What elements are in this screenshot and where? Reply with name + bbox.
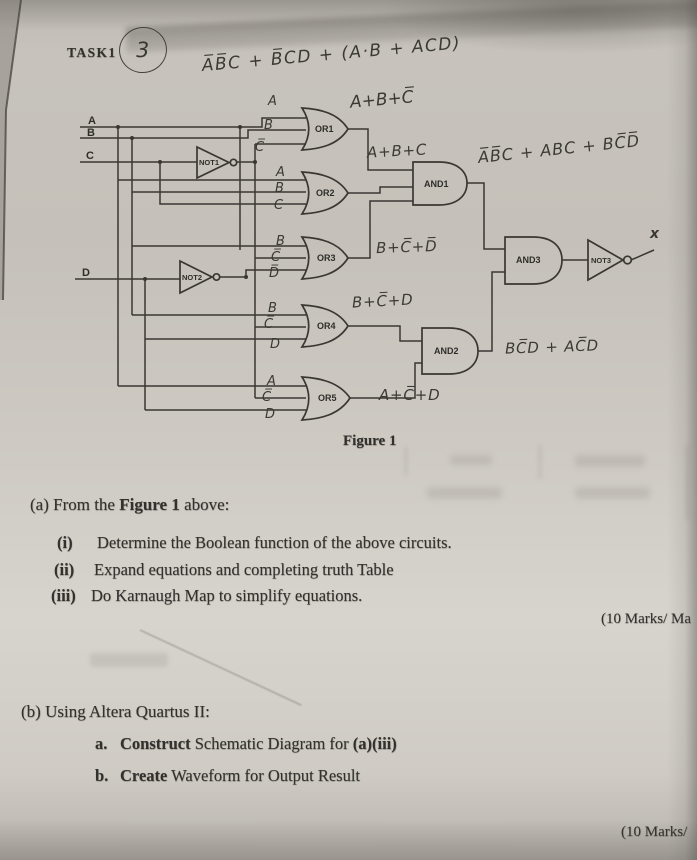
- gate-labels: OR1 OR2 OR3 OR4 OR5 AND1 AND2 AND3 NOT1 …: [182, 124, 611, 403]
- page-edge: [0, 0, 22, 301]
- hw-or5-input-letter: C̅: [262, 390, 272, 405]
- question-a-item: (i) Determine the Boolean function of the…: [57, 533, 452, 553]
- and3-gate: [504, 236, 563, 285]
- item-bold: Construct: [120, 734, 191, 753]
- or2-label: OR2: [316, 188, 335, 198]
- annotation-or4-output: B+C̅+D: [351, 290, 414, 312]
- input-label-c: C: [86, 150, 94, 162]
- question-a-item: (ii) Expand equations and completing trut…: [54, 560, 394, 580]
- hw-or4-input-letter: C̅: [264, 317, 274, 332]
- hw-or2-input-letter: A: [276, 165, 285, 180]
- or3-label: OR3: [317, 253, 336, 263]
- wire-junctions: [116, 125, 257, 281]
- not3-label: NOT3: [591, 256, 611, 265]
- item-text: Expand equations and completing truth Ta…: [94, 560, 394, 579]
- item-text: Schematic Diagram for: [190, 734, 353, 753]
- or2-gate: [300, 171, 350, 215]
- hw-or2-input-letter: B: [275, 181, 284, 196]
- figure-caption: Figure 1: [343, 433, 397, 449]
- question-a-suffix: above:: [179, 495, 230, 514]
- question-a-item: (iii) Do Karnaugh Map to simplify equatio…: [51, 586, 362, 606]
- item-text: Determine the Boolean function of the ab…: [97, 533, 452, 552]
- not1-label: NOT1: [199, 158, 219, 167]
- not1-gate: [196, 145, 231, 180]
- annotation-or3-output: B+C̅+D̅: [375, 236, 438, 258]
- hw-or1-input-letter: B: [264, 118, 273, 133]
- hw-or2-input-letter: C: [274, 198, 284, 213]
- item-number: (ii): [54, 560, 75, 579]
- or5-label: OR5: [318, 393, 337, 403]
- annotation-and2-output: BC̅D + AC̅D: [504, 336, 600, 358]
- question-b-heading: (b) Using Altera Quartus II:: [21, 702, 210, 721]
- and1-label: AND1: [424, 179, 449, 189]
- circuit-wires: [75, 117, 655, 411]
- annotation-or5-output: A+C̅+D: [379, 386, 441, 404]
- and2-gate: [421, 327, 479, 375]
- gate-shapes: [179, 107, 633, 421]
- scan-bottom-shade: [0, 820, 697, 860]
- item-number: (iii): [51, 586, 76, 605]
- and3-label: AND3: [516, 255, 541, 265]
- or5-gate: [300, 376, 352, 421]
- item-text: Do Karnaugh Map to simplify equations.: [91, 586, 363, 605]
- question-a-prefix: (a) From the: [30, 495, 120, 514]
- hw-or5-input-letter: D: [265, 407, 276, 422]
- annotation-output-x: x: [650, 226, 660, 242]
- item-text: Waveform for Output Result: [167, 766, 361, 785]
- item-bold: Create: [120, 766, 168, 785]
- hw-or1-input-letter: A: [268, 94, 277, 109]
- hw-or3-input-letter: B: [276, 234, 285, 249]
- question-b-item: b. Create Waveform for Output Result: [95, 766, 360, 786]
- or4-label: OR4: [317, 321, 336, 331]
- marks-a: (10 Marks/ Ma: [601, 611, 691, 627]
- or1-label: OR1: [315, 124, 334, 134]
- item-bold: (a)(iii): [352, 734, 397, 753]
- bleed-through-table: [405, 445, 690, 520]
- hw-or3-input-letter: C̅: [271, 250, 281, 265]
- hw-or4-input-letter: D: [270, 337, 281, 352]
- not2-label: NOT2: [182, 273, 202, 282]
- bleed-through-mark: [90, 653, 168, 667]
- or1-gate: [300, 107, 350, 151]
- or3-gate: [300, 236, 350, 280]
- question-a-heading: (a) From the Figure 1 above:: [30, 495, 229, 515]
- not2-gate: [179, 259, 214, 295]
- hw-or4-input-letter: B: [268, 301, 277, 316]
- annotation-or2-output: A+B+C: [366, 140, 428, 162]
- not3-gate: [587, 238, 625, 282]
- input-labels: A B C D: [82, 115, 96, 279]
- question-b-item: a. Construct Schematic Diagram for (a)(ii…: [95, 734, 397, 754]
- item-number: b.: [95, 766, 109, 785]
- hw-or3-input-letter: D̅: [269, 266, 280, 281]
- input-label-b: B: [87, 127, 95, 139]
- and1-gate: [412, 161, 468, 206]
- item-number: (i): [57, 533, 73, 552]
- hw-or1-input-letter: C̅: [255, 140, 265, 155]
- input-label-a: A: [88, 115, 96, 127]
- paper-crease: [139, 629, 302, 707]
- and2-label: AND2: [434, 346, 459, 356]
- scan-topright-shade: [300, 0, 697, 80]
- item-number: a.: [95, 734, 108, 753]
- marks-b: (10 Marks/: [621, 824, 687, 841]
- circuit-diagram: A B C D OR1 OR2 OR3 OR4 OR5 AND1 AND2 AN…: [75, 107, 655, 421]
- or4-gate: [300, 304, 350, 348]
- question-a-bold: Figure 1: [119, 495, 180, 514]
- hw-or5-input-letter: A: [267, 374, 276, 389]
- task-label: TASK1: [67, 45, 117, 60]
- input-label-d: D: [82, 267, 90, 279]
